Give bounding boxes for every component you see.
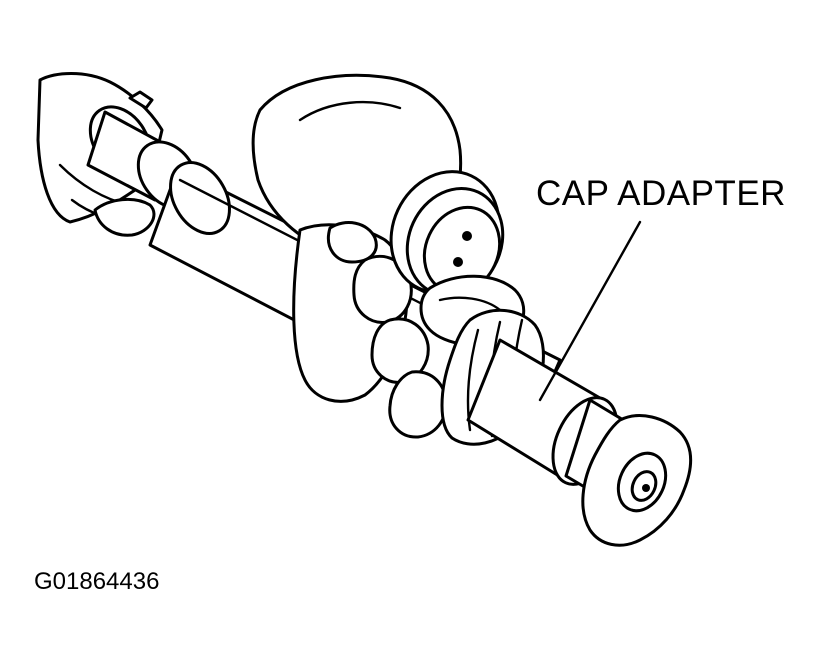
gauge-disc (389, 170, 505, 298)
callout-label-cap-adapter: CAP ADAPTER (536, 174, 786, 213)
callout-leader-line (538, 220, 642, 402)
cap-flange (581, 414, 693, 547)
figure-id: G01864436 (34, 568, 160, 595)
